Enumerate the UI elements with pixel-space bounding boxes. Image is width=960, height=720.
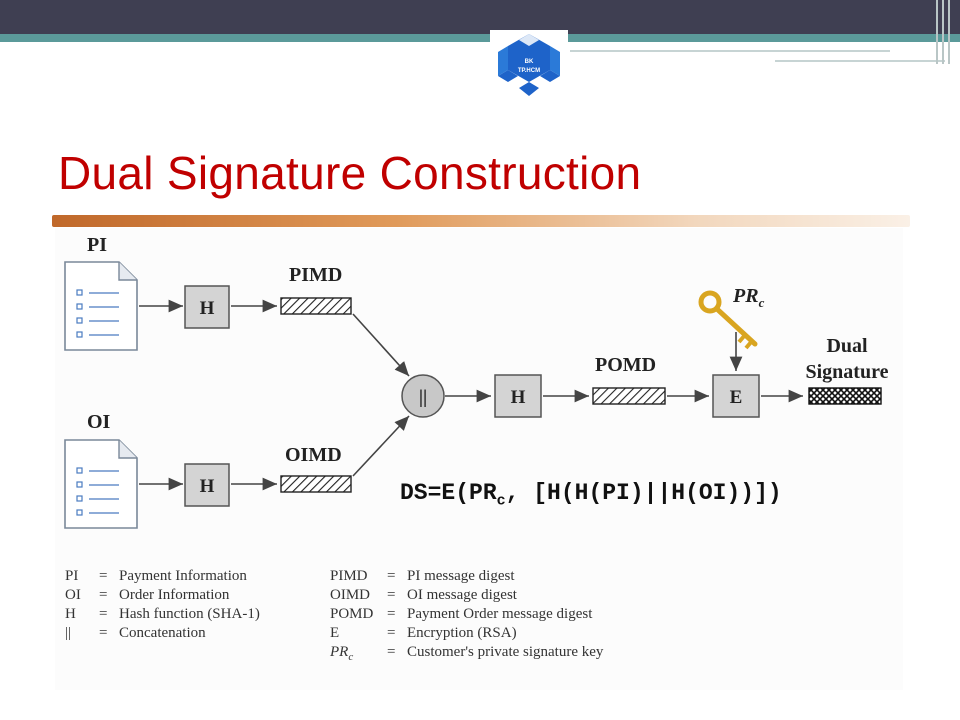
dual-signature-block <box>808 387 882 405</box>
header-edge-line <box>936 0 938 64</box>
dual-signature-label-line1: Dual <box>826 335 868 357</box>
header-bar <box>0 0 960 34</box>
legend-desc: Order Information <box>119 587 230 603</box>
legend-term: OIMD <box>330 587 370 603</box>
legend-term: OI <box>65 587 81 603</box>
legend-equals: = <box>99 606 107 622</box>
legend-equals: = <box>387 587 395 603</box>
legend-term: POMD <box>330 606 374 622</box>
pi-document-icon <box>64 261 138 351</box>
oimd-label: OIMD <box>285 444 342 466</box>
legend-term: PI <box>65 568 78 584</box>
header-rule-short <box>775 60 945 62</box>
legend-right: PIMD = PI message digest OIMD = OI messa… <box>329 568 604 663</box>
legend-left: PI = Payment Information OI = Order Info… <box>65 568 260 641</box>
arrow-pimd-to-concat <box>352 313 410 377</box>
legend-equals: = <box>387 568 395 584</box>
oi-document-icon <box>64 439 138 529</box>
private-key-label: PRc <box>732 285 765 310</box>
hash-box-bottom <box>184 463 230 507</box>
header-rule <box>570 50 890 52</box>
hash-box-top-label: H <box>200 298 215 319</box>
legend-equals: = <box>387 625 395 641</box>
dual-signature-label-line2: Signature <box>806 361 889 383</box>
legend-desc: Hash function (SHA-1) <box>119 606 260 622</box>
header-edge-line <box>942 0 944 64</box>
legend-desc: Payment Order message digest <box>407 606 593 622</box>
pomd-digest-block <box>592 387 666 405</box>
legend-desc: Encryption (RSA) <box>407 625 517 641</box>
oi-label: OI <box>87 411 111 433</box>
hash-box-bottom-label: H <box>200 476 215 497</box>
legend-equals: = <box>387 644 395 660</box>
hash-box-top <box>184 285 230 329</box>
title-underline <box>52 215 910 227</box>
legend-equals: = <box>99 625 107 641</box>
legend-desc: Concatenation <box>119 625 206 641</box>
legend-desc: Payment Information <box>119 568 247 584</box>
private-key-icon <box>698 290 758 350</box>
encrypt-box <box>712 374 760 418</box>
dual-signature-formula: DS=E(PRc, [H(H(PI)||H(OI))]) <box>400 480 782 510</box>
legend-term: H <box>65 606 76 622</box>
legend-desc: Customer's private signature key <box>407 644 604 660</box>
arrow-oimd-to-concat <box>352 415 410 477</box>
oimd-digest-block <box>280 475 352 493</box>
legend-equals: = <box>99 587 107 603</box>
pimd-label: PIMD <box>289 264 342 286</box>
concatenation-label: || <box>419 387 427 408</box>
pomd-label: POMD <box>595 354 656 376</box>
legend-equals: = <box>99 568 107 584</box>
legend-desc: OI message digest <box>407 587 518 603</box>
legend-desc: PI message digest <box>407 568 515 584</box>
legend-term: PIMD <box>330 568 368 584</box>
legend-equals: = <box>387 606 395 622</box>
university-logo: BK TP.HCM <box>490 30 568 102</box>
dual-signature-diagram: PI OI H <box>55 228 903 690</box>
hash-box-middle <box>494 374 542 418</box>
logo-text-line1: BK <box>525 59 534 65</box>
legend-term: E <box>330 625 339 641</box>
slide-title: Dual Signature Construction <box>58 147 642 199</box>
header-edge-line <box>948 0 950 64</box>
concatenation-node <box>401 374 445 418</box>
pi-label: PI <box>87 234 107 256</box>
encrypt-box-label: E <box>730 387 743 408</box>
hash-box-middle-label: H <box>511 387 526 408</box>
legend-term: || <box>65 625 71 641</box>
header-accent-stripe <box>0 34 960 42</box>
pimd-digest-block <box>280 297 352 315</box>
logo-text-line2: TP.HCM <box>518 68 540 74</box>
legend-term: PRc <box>329 644 353 663</box>
